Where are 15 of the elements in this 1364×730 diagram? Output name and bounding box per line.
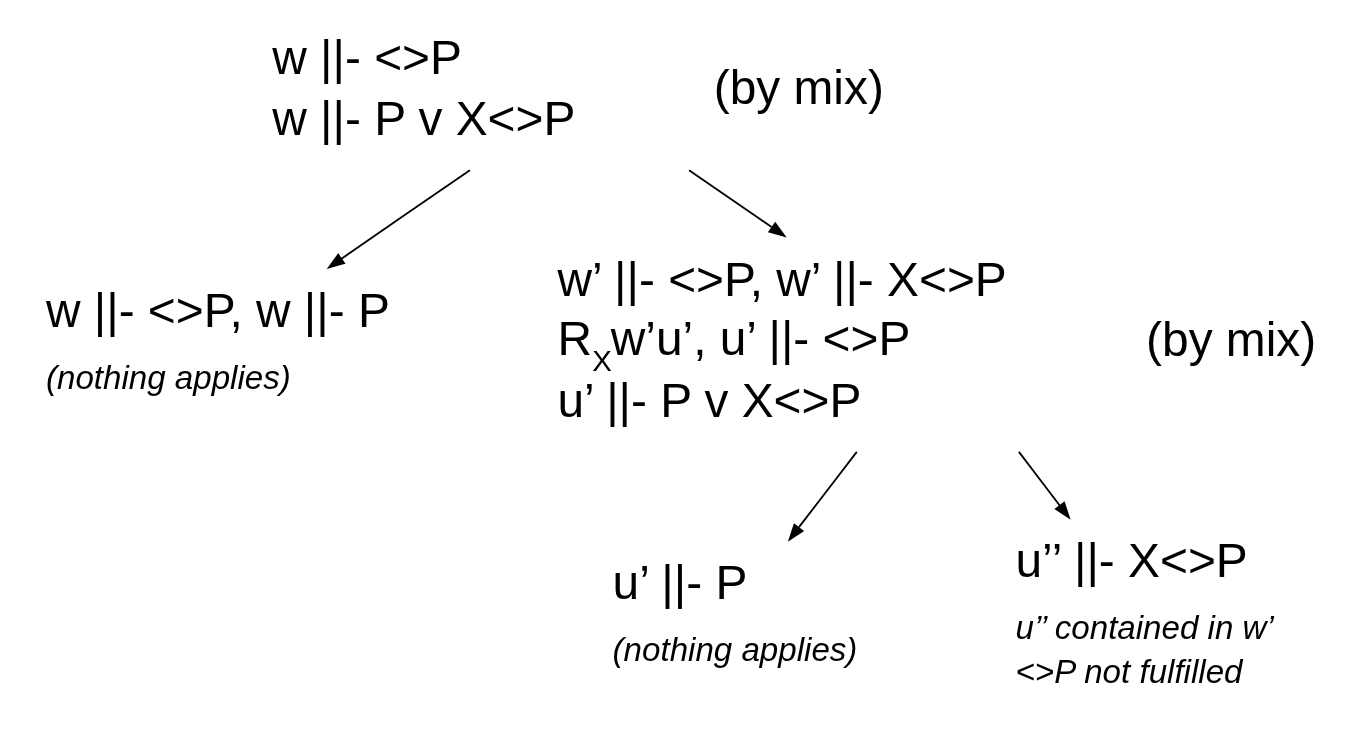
arrow (326, 169, 471, 269)
node-text: w ||- <>P w ||- P v X<>P (271, 30, 575, 145)
node-text: w ||- <>P, w ||- P (45, 283, 390, 337)
arrow (787, 450, 858, 542)
node-label: <>P not fulfilled (1014, 653, 1243, 691)
node-text: w’ ||- <>P, w’ ||- X<>P R$_{X}$w’u’, u’ ||- <>P u’ ||- P v X<>P (556, 252, 1007, 428)
arrow (1017, 450, 1071, 520)
node-label: (by mix) (1145, 313, 1316, 367)
node-label: (nothing applies) (45, 358, 291, 396)
node-text: u’ ||- P (612, 556, 747, 610)
node-label: u’’ contained in w’ (1014, 608, 1274, 646)
node-label: (by mix) (713, 61, 884, 115)
node-label: (nothing applies) (612, 631, 857, 669)
arrow (687, 169, 787, 238)
node-text: u’’ ||- X<>P (1014, 534, 1248, 588)
